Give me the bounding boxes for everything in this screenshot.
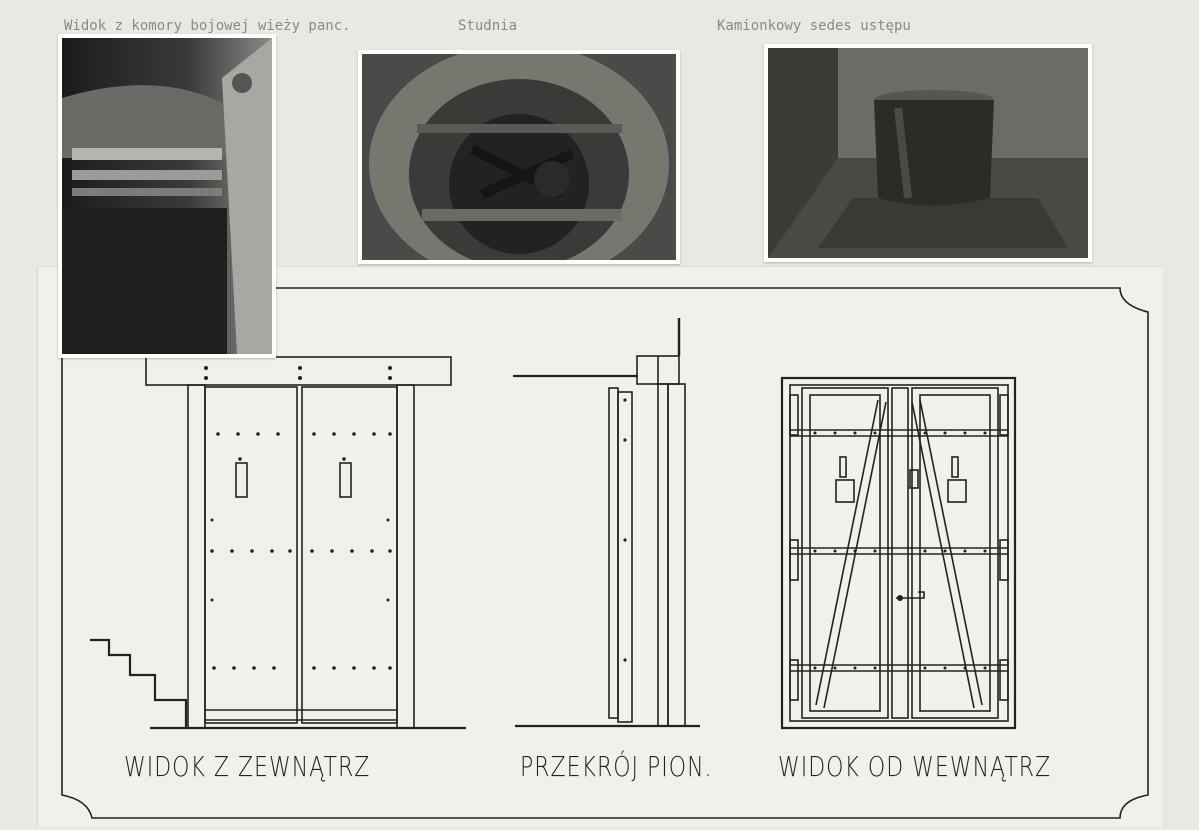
label-interior-view: WIDOK OD WEWNĄTRZ (778, 752, 1052, 784)
caption-well: Studnia (458, 18, 518, 34)
caption-toilet: Kamionkowy sedes ustępu (717, 18, 911, 34)
label-exterior-view: WIDOK Z ZEWNĄTRZ (124, 752, 371, 784)
interior-view (780, 376, 1017, 730)
vertical-section (513, 318, 700, 728)
exterior-view (90, 356, 466, 730)
photo-tower-chamber (58, 34, 276, 358)
drawing-sheet (37, 266, 1162, 827)
caption-tower-view: Widok z komory bojowej wieży panc. (64, 18, 351, 34)
label-vertical-section: PRZEKRÓJ PION. (520, 752, 713, 784)
photo-toilet (764, 44, 1092, 262)
toilet-image (768, 48, 1088, 258)
photo-well (358, 50, 680, 264)
drawing-frame (61, 287, 1149, 819)
tower-chamber-image (62, 38, 272, 354)
well-image (362, 54, 676, 260)
